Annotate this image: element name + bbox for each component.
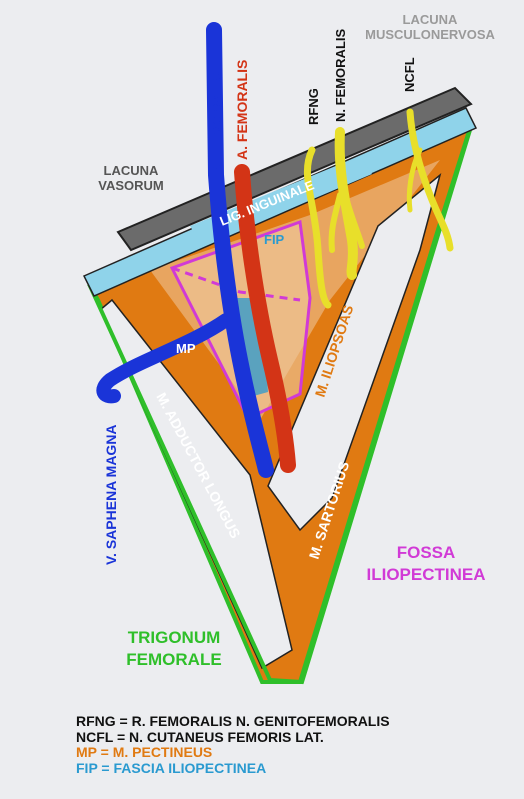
label-lacuna-vasorum-2: VASORUM	[98, 178, 163, 193]
vena-femoralis	[206, 22, 274, 478]
nerve-femoralis-branch2	[328, 192, 343, 253]
label-fossa-1: FOSSA	[397, 543, 456, 562]
fascia-dashed	[171, 266, 301, 302]
legend-ncfl: NCFL = N. CUTANEUS FEMORIS LAT.	[76, 728, 324, 745]
label-lacuna-musculonervosa-2: MUSCULONERVOSA	[365, 27, 495, 42]
trigonum-outline	[88, 129, 472, 685]
legend-rfng: RFNG = R. FEMORALIS N. GENITOFEMORALIS	[76, 713, 390, 729]
nerve-rfng	[303, 146, 332, 309]
gap-lateral	[267, 172, 442, 532]
label-v-femoralis: V. FEMORALIS	[209, 72, 225, 170]
lig-inguinale-inner	[190, 156, 372, 246]
vena-saphena-magna	[96, 313, 233, 404]
label-n-femoralis: N. FEMORALIS	[333, 29, 348, 122]
nerve-ncfl	[406, 108, 454, 252]
label-fip: FIP	[264, 232, 285, 247]
label-a-femoralis: A. FEMORALIS	[234, 60, 250, 160]
label-trigonum-2: FEMORALE	[126, 650, 221, 669]
label-rfng: RFNG	[306, 88, 321, 125]
legend-fip: FIP = FASCIA ILIOPECTINEA	[76, 759, 267, 776]
nerve-ncfl-branch	[406, 147, 423, 213]
label-ncfl: NCFL	[402, 57, 417, 92]
nerve-femoralis-branch1	[341, 187, 365, 249]
label-lacuna-vasorum-1: LACUNA	[104, 163, 159, 178]
nerve-femoralis	[334, 127, 358, 280]
legend: RFNG = R. FEMORALIS N. GENITOFEMORALIS N…	[76, 713, 516, 776]
label-trigonum-1: TRIGONUM	[128, 628, 221, 647]
arteria-femoralis	[234, 164, 296, 473]
label-lacuna-musculonervosa-1: LACUNA	[403, 12, 458, 27]
label-v-saphena-magna: V. SAPHENA MAGNA	[103, 424, 119, 565]
legend-mp: MP = M. PECTINEUS	[76, 744, 213, 760]
label-mp: MP	[176, 341, 196, 356]
label-fossa-2: ILIOPECTINEA	[366, 565, 485, 584]
